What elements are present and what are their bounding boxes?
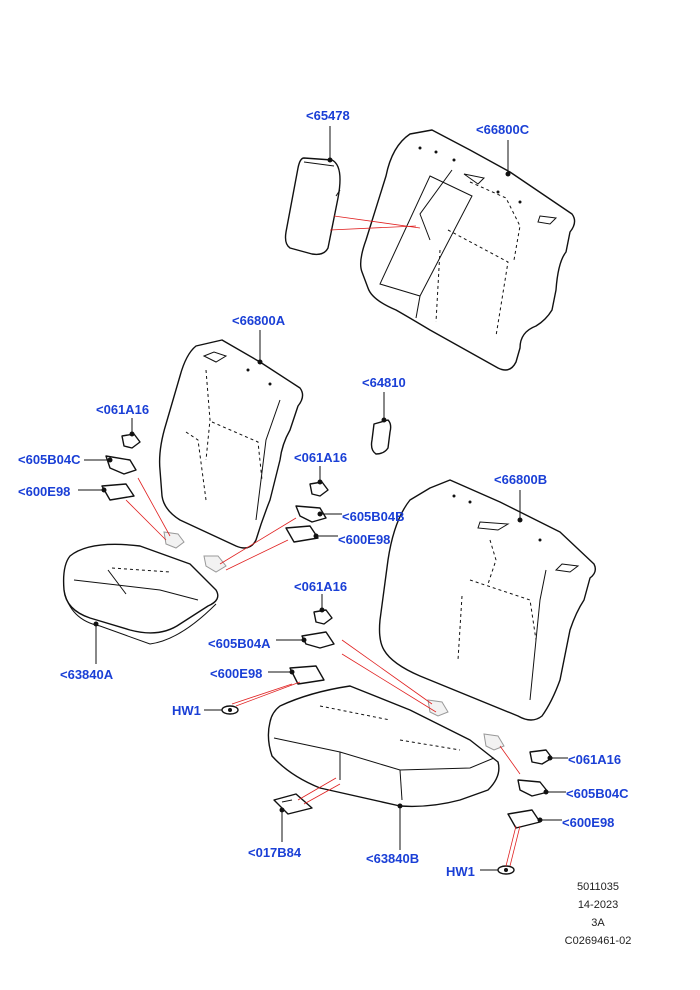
callout-63840B[interactable]: <63840B	[366, 851, 420, 866]
stamp-line-1: 5011035	[576, 881, 619, 893]
assembly-lines	[125, 215, 521, 867]
ghost-hooks	[163, 531, 505, 751]
callout-66800B[interactable]: <66800B	[494, 472, 548, 487]
callout-017B84[interactable]: <017B84	[248, 845, 302, 860]
callout-63840A[interactable]: <63840A	[60, 667, 114, 682]
bracket-605B04B-part[interactable]	[295, 505, 327, 523]
bracket-061A16-right-part[interactable]	[529, 749, 553, 765]
hw1-left-part[interactable]	[221, 705, 239, 715]
hw1-right-part[interactable]	[497, 865, 515, 875]
bracket-061A16-left-part[interactable]	[121, 431, 141, 449]
label-017B84-part[interactable]	[273, 793, 313, 815]
callout-061A16-right[interactable]: <061A16	[568, 752, 622, 767]
callout-hw1-left[interactable]: HW1	[172, 703, 201, 718]
callout-605B04A[interactable]: <605B04A	[208, 636, 271, 651]
backrest-66800A-part[interactable]	[158, 339, 304, 549]
leader-lines	[78, 126, 568, 871]
reference-stamp: 5011035 14-2023 3A C0269461-02	[556, 878, 640, 950]
trim-64810-part[interactable]	[370, 417, 392, 455]
callout-061A16-left[interactable]: <061A16	[96, 402, 150, 417]
callout-600E98-mid[interactable]: <600E98	[338, 532, 391, 547]
callout-600E98-right[interactable]: <600E98	[562, 815, 615, 830]
bracket-061A16-mid-part[interactable]	[309, 479, 329, 497]
bracket-061A16-low-part[interactable]	[313, 607, 333, 625]
stamp-line-3: 3A	[591, 917, 605, 929]
callout-600E98-low[interactable]: <600E98	[210, 666, 263, 681]
callout-66800C[interactable]: <66800C	[476, 122, 530, 137]
callout-061A16-mid[interactable]: <061A16	[294, 450, 348, 465]
armrest-part[interactable]	[284, 157, 341, 256]
bracket-605B04A-part[interactable]	[301, 631, 335, 649]
callout-65478[interactable]: <65478	[306, 108, 350, 123]
callout-600E98-left[interactable]: <600E98	[18, 484, 71, 499]
backrest-66800B-part[interactable]	[378, 479, 597, 721]
callout-605B04C-right[interactable]: <605B04C	[566, 786, 629, 801]
cushion-63840A-part[interactable]	[62, 543, 219, 645]
bracket-600E98-right-part[interactable]	[507, 809, 543, 829]
cushion-63840B-part[interactable]	[267, 685, 500, 809]
backrest-66800C-part[interactable]	[359, 129, 576, 371]
stamp-line-4: C0269461-02	[564, 935, 632, 947]
bracket-605B04C-right-part[interactable]	[517, 779, 549, 797]
bracket-600E98-left-part[interactable]	[101, 483, 135, 501]
bracket-605B04C-left-part[interactable]	[105, 455, 137, 475]
callout-64810[interactable]: <64810	[362, 375, 406, 390]
callout-hw1-right[interactable]: HW1	[446, 864, 475, 879]
bracket-600E98-low-part[interactable]	[289, 665, 325, 685]
callout-605B04C-left[interactable]: <605B04C	[18, 452, 81, 467]
callout-605B04B[interactable]: <605B04B	[342, 509, 405, 524]
stamp-line-2: 14-2023	[577, 899, 619, 911]
bracket-600E98-mid-part[interactable]	[285, 525, 319, 543]
callout-66800A[interactable]: <66800A	[232, 313, 286, 328]
callout-061A16-low[interactable]: <061A16	[294, 579, 348, 594]
